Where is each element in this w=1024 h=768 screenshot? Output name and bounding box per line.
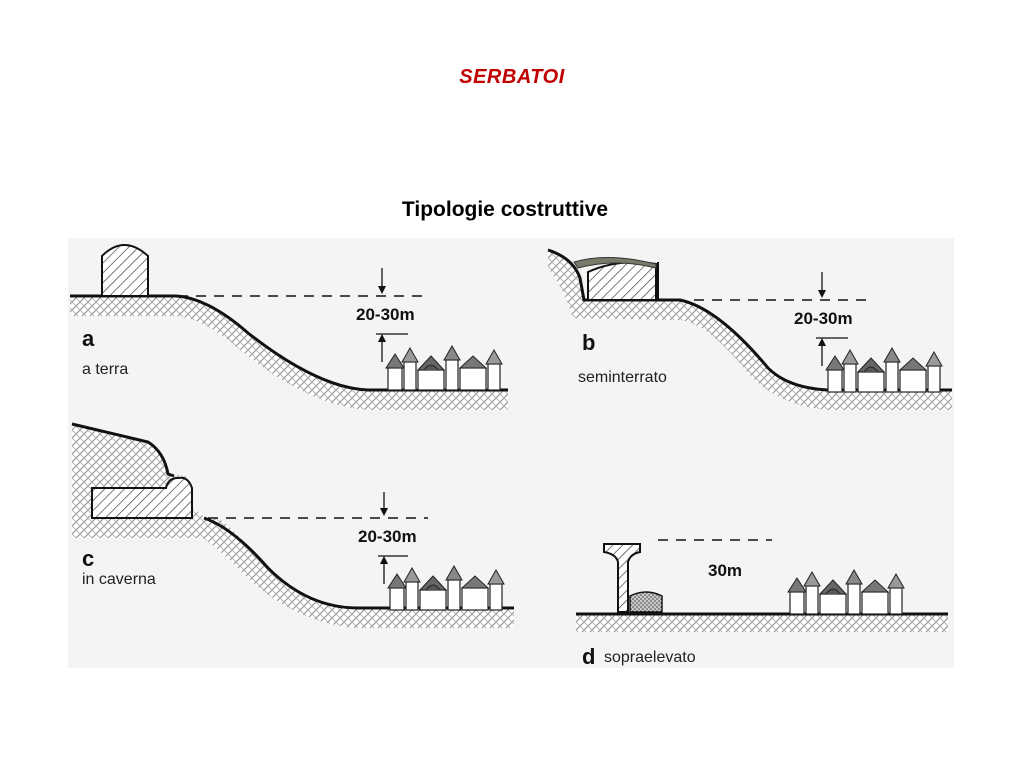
- panel-b-letter: b: [582, 330, 595, 355]
- panel-b: [547, 248, 952, 410]
- panel-d-letter: d: [582, 644, 595, 668]
- panel-c-letter: c: [82, 546, 94, 571]
- panel-a: [70, 244, 508, 410]
- panel-a-height-label: 20-30m: [356, 305, 415, 324]
- panel-c-height-label: 20-30m: [358, 527, 417, 546]
- panel-a-letter: a: [82, 326, 95, 351]
- page-title: SERBATOI: [459, 66, 565, 88]
- panel-b-name: seminterrato: [578, 369, 667, 386]
- panel-c-name: in caverna: [82, 571, 156, 588]
- panel-d: [576, 539, 948, 632]
- panel-b-height-label: 20-30m: [794, 309, 853, 328]
- panel-a-name: a terra: [82, 361, 128, 378]
- page-subtitle: Tipologie costruttive: [401, 198, 609, 221]
- panel-c: [71, 422, 514, 628]
- panel-d-height-label: 30m: [708, 561, 742, 580]
- panel-d-name: sopraelevato: [604, 649, 696, 666]
- reservoir-types-diagram: 20-30m a a terra 20-30m b seminterrato 2…: [68, 238, 954, 668]
